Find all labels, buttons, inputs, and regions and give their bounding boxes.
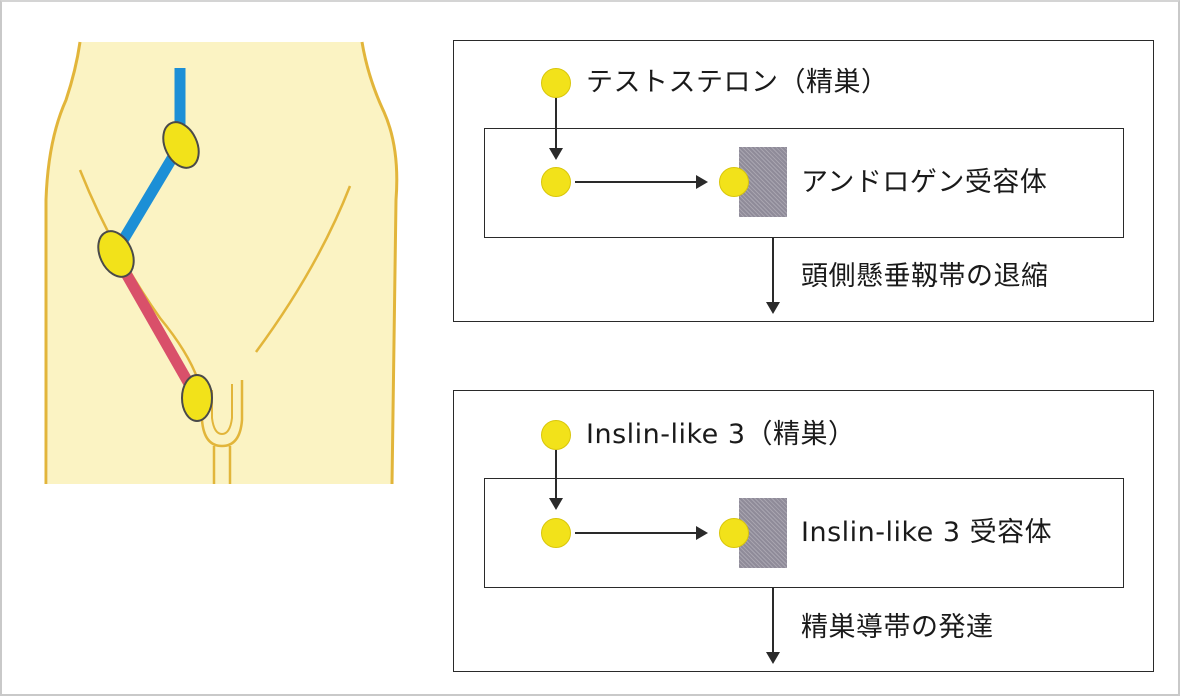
testis-lower	[181, 374, 213, 422]
body-outline-right	[360, 41, 399, 485]
body-silhouette	[46, 42, 397, 484]
androgen-bound-dot	[719, 167, 749, 197]
testosterone-cell-dot	[541, 167, 571, 197]
insl3-bound-dot	[719, 518, 749, 548]
penis-outline	[212, 446, 232, 484]
androgen-binding-arrow-head	[696, 175, 708, 189]
insl3-result-arrow-line	[772, 588, 774, 652]
insl3-binding-arrow-head	[696, 526, 708, 540]
insl3-result-label: 精巣導帯の発達	[801, 612, 994, 643]
androgen-result-label: 頭側懸垂靱帯の退縮	[801, 261, 1049, 292]
testis-middle	[97, 230, 135, 278]
testis-upper	[162, 121, 200, 169]
gubernaculum-duct	[111, 253, 201, 399]
insl3-cell-dot	[541, 518, 571, 548]
scrotum-outline	[200, 380, 244, 448]
scrotum-inner-outline	[211, 384, 233, 436]
testosterone-down-arrow-head	[549, 148, 563, 160]
testosterone-label: テストステロン（精巣）	[586, 67, 889, 98]
body-outline-left	[44, 41, 82, 484]
androgen-result-arrow-head	[766, 302, 780, 314]
insl3-hormone-dot	[541, 420, 571, 450]
androgen-result-arrow-line	[772, 238, 774, 302]
inguinal-line-left	[78, 169, 200, 381]
insl3-binding-arrow-line	[575, 532, 697, 534]
androgen-receptor-label: アンドロゲン受容体	[801, 167, 1048, 198]
insl3-down-arrow-head	[549, 498, 563, 510]
insl3-label: Inslin-like 3（精巣）	[586, 419, 856, 450]
upper-duct-diagonal	[111, 142, 185, 255]
testosterone-down-arrow-line	[555, 98, 557, 150]
androgen-binding-arrow-line	[575, 181, 697, 183]
androgen-inner-box	[484, 128, 1124, 238]
insl3-down-arrow-line	[555, 450, 557, 500]
insl3-receptor-label: Inslin-like 3 受容体	[801, 517, 1053, 548]
testosterone-hormone-dot	[541, 68, 571, 98]
inguinal-line-right	[254, 185, 352, 353]
insl3-result-arrow-head	[766, 652, 780, 664]
anatomy-illustration	[44, 41, 399, 485]
